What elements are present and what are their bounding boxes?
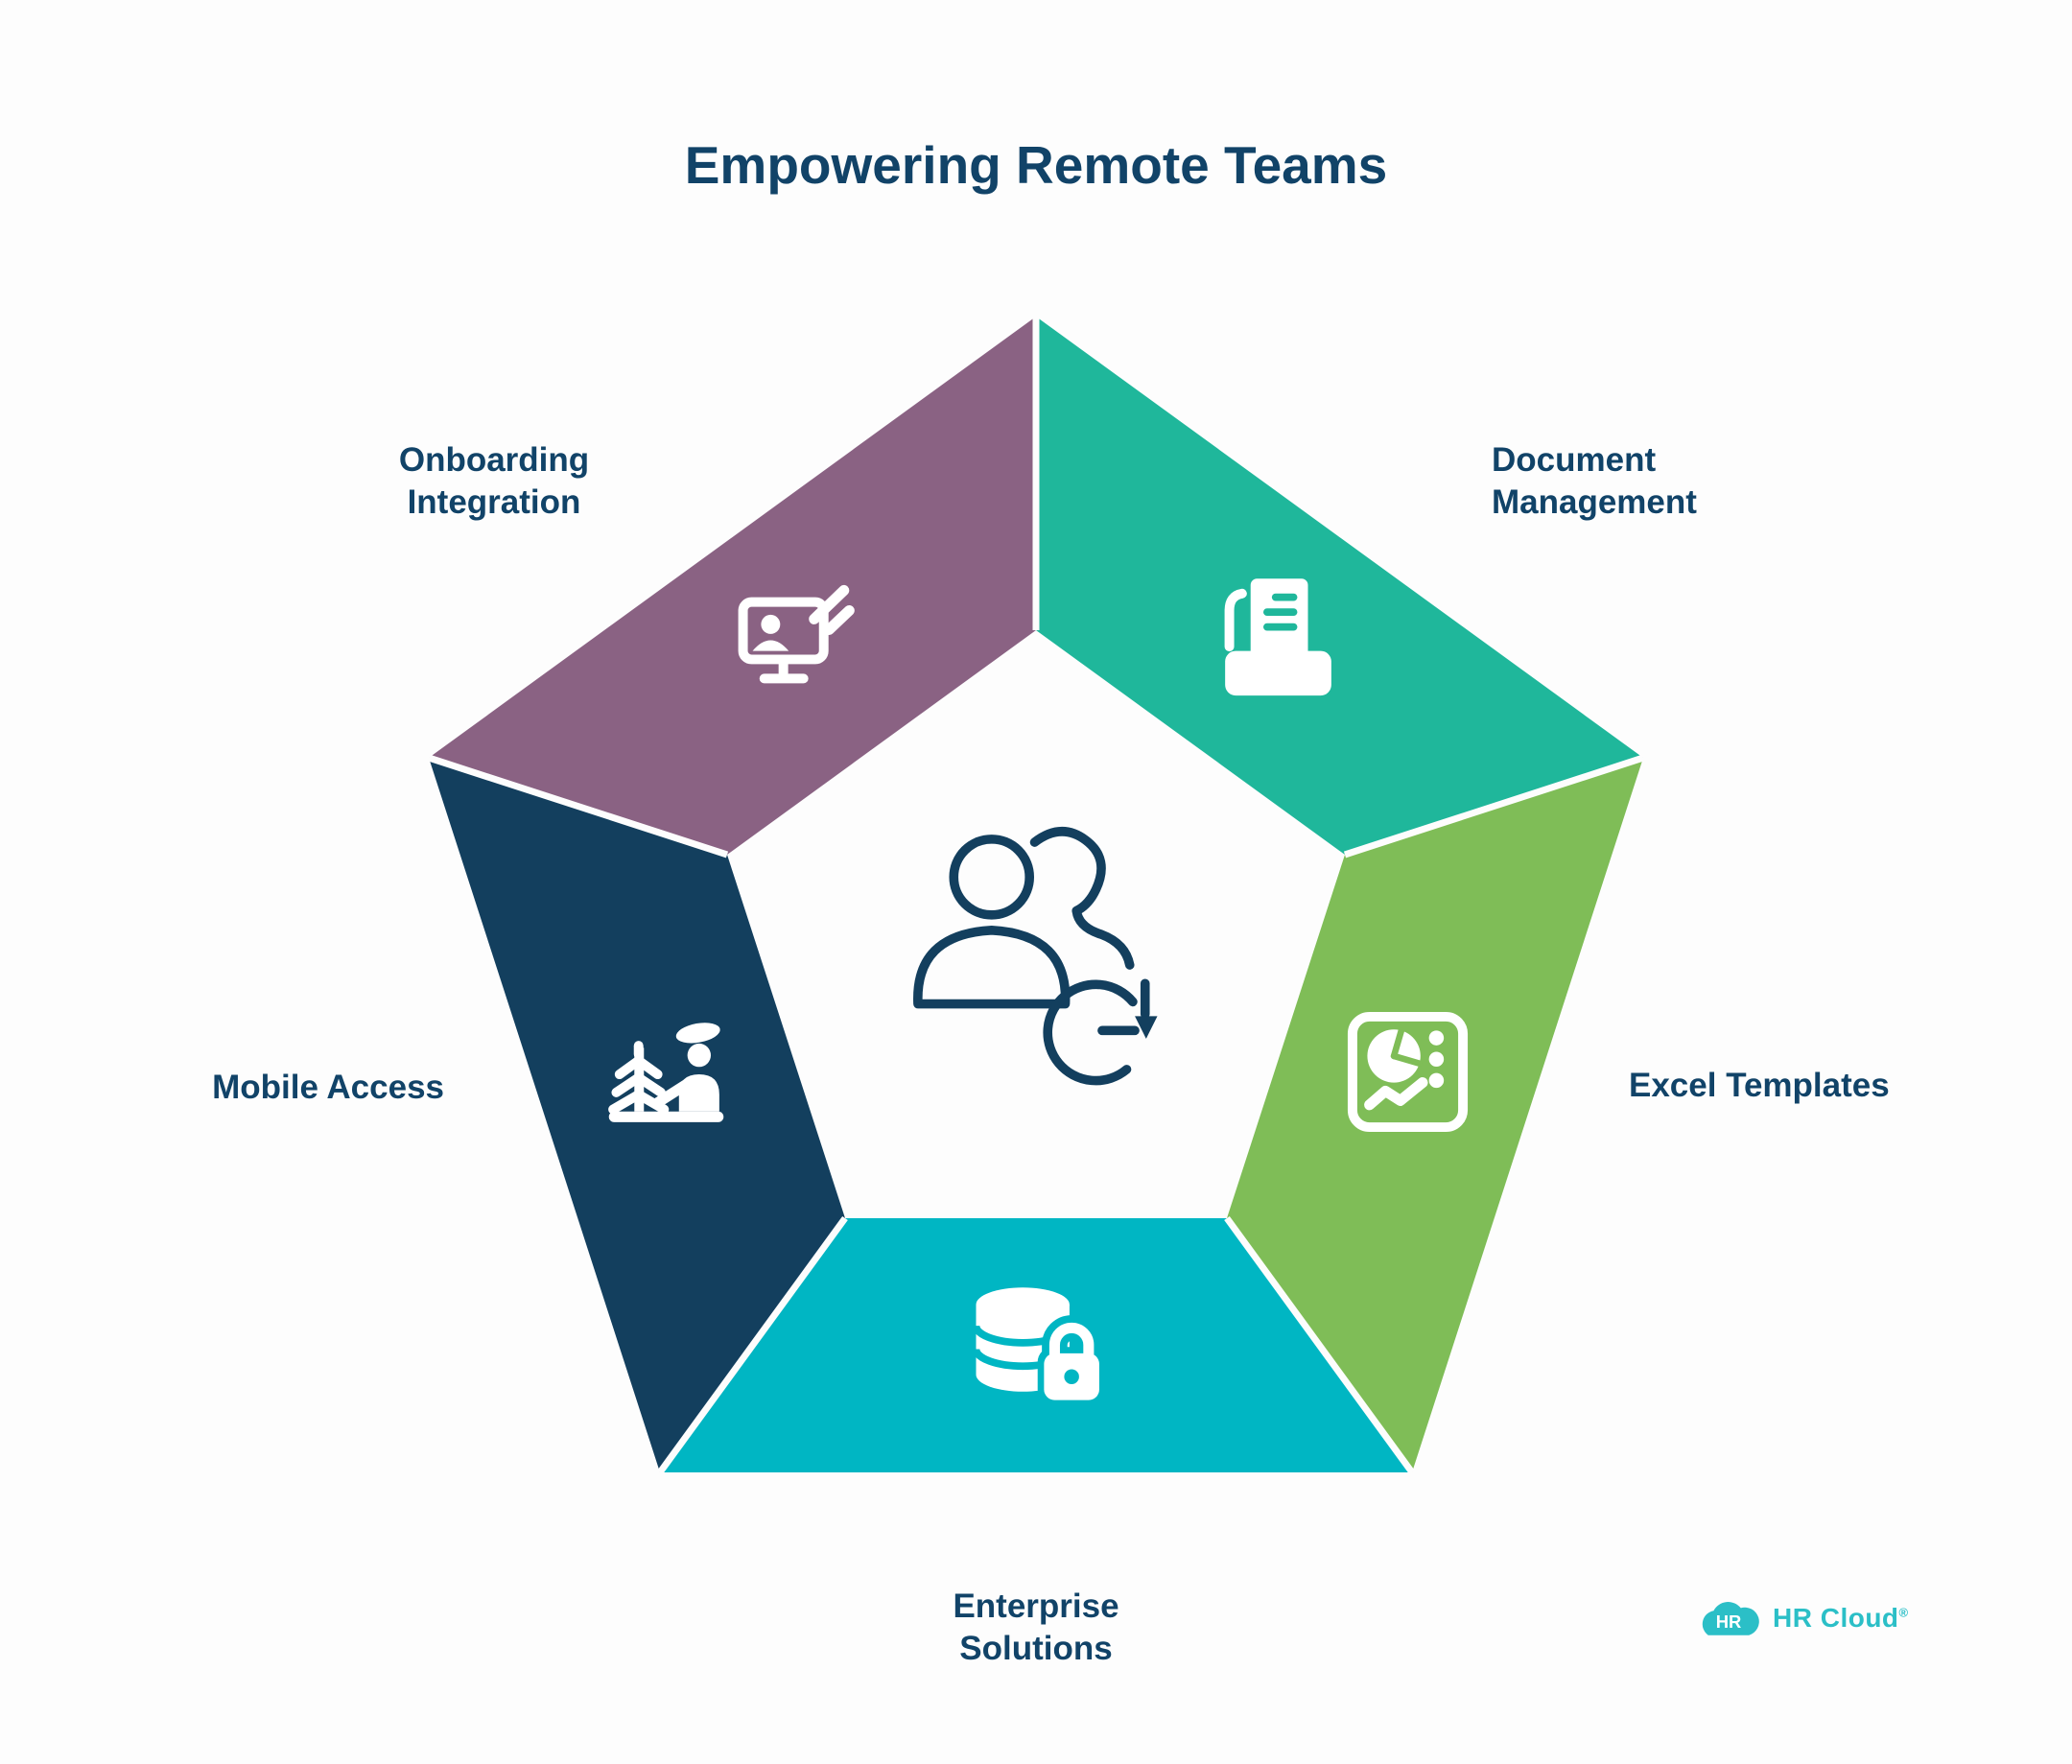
segment-label-excel-templates: Excel Templates [1629, 1067, 1890, 1104]
segment-divider [657, 1215, 848, 1475]
segment-document-shape [1036, 317, 1643, 855]
segment-label-enterprise-solutions: Enterprise Solutions [953, 1588, 1119, 1668]
document-tray-icon [1224, 578, 1331, 696]
segment-divider [1343, 754, 1645, 858]
monitor-profile-hand-icon [738, 584, 855, 684]
registered-mark: ® [1898, 1605, 1909, 1620]
segment-label-mobile-access: Mobile Access [212, 1069, 444, 1106]
segment-label-onboarding-integration: Onboarding Integration [398, 441, 590, 522]
person-outdoors-icon [608, 1023, 724, 1122]
segment-divider [427, 754, 729, 858]
cloud-icon: HR [1702, 1602, 1759, 1635]
segment-label-document-management: Document Management [1492, 441, 1697, 522]
logo-wordmark: HR Cloud® [1773, 1603, 1909, 1633]
page-title: Empowering Remote Teams [684, 135, 1388, 195]
secure-database-icon [972, 1287, 1104, 1405]
dashboard-charts-icon [1347, 1011, 1469, 1133]
segment-excel-shape [1227, 758, 1643, 1472]
segment-onboarding-shape [429, 317, 1036, 855]
logo-badge-text: HR [1716, 1611, 1742, 1632]
hr-cloud-logo: HR HR Cloud® [1696, 1594, 1909, 1642]
team-sync-icon [913, 827, 1158, 1086]
segment-divider [1224, 1215, 1415, 1475]
